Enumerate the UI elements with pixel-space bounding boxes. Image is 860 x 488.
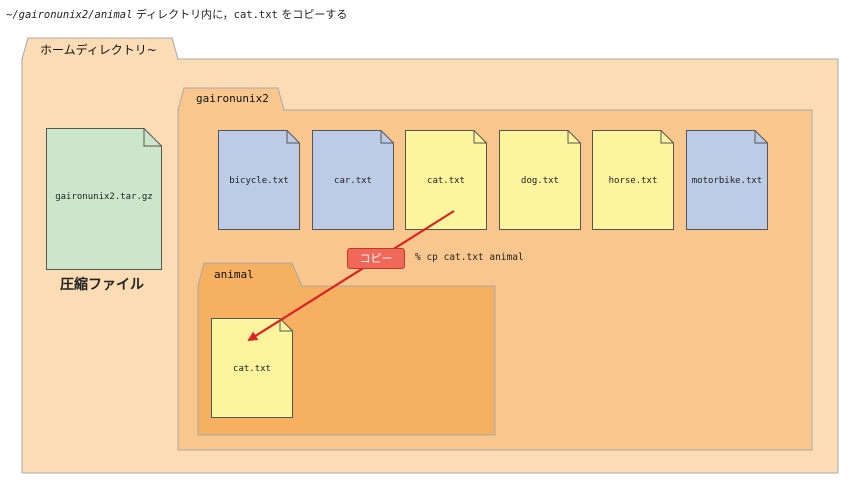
animal-folder-label: animal [214,268,254,281]
file-car[interactable]: car.txt [312,130,394,230]
file-label: car.txt [334,176,372,186]
archive-file-shape [46,128,162,270]
caption-file: cat.txt [233,9,278,21]
file-icon [211,318,293,418]
file-label: cat.txt [233,364,271,374]
file-label: bicycle.txt [229,176,289,186]
copy-command: % cp cat.txt animal [415,252,524,263]
file-cat[interactable]: cat.txt [405,130,487,230]
caption-path: ~/gaironunix2/animal [6,9,133,21]
archive-file[interactable]: gaironunix2.tar.gz [46,128,162,270]
file-icon [592,130,674,230]
home-folder-label: ホームディレクトリ~ [40,43,157,57]
file-dog[interactable]: dog.txt [499,130,581,230]
caption: ~/gaironunix2/animal ディレクトリ内に，cat.txt をコ… [6,6,347,22]
file-horse[interactable]: horse.txt [592,130,674,230]
caption-text-2: をコピーする [277,8,348,21]
file-icon [686,130,768,230]
archive-caption: 圧縮ファイル [60,277,144,293]
file-cat-copy[interactable]: cat.txt [211,318,293,418]
file-bicycle[interactable]: bicycle.txt [218,130,300,230]
file-icon [499,130,581,230]
file-motorbike[interactable]: motorbike.txt [686,130,768,230]
copy-badge: コピー [347,248,405,269]
file-label: dog.txt [521,176,559,186]
archive-file-label: gaironunix2.tar.gz [55,192,153,202]
file-icon [312,130,394,230]
caption-text-1: ディレクトリ内に， [132,8,234,21]
file-icon [405,130,487,230]
gaironunix2-folder-label: gaironunix2 [196,92,269,105]
file-label: horse.txt [608,176,658,186]
file-icon [218,130,300,230]
file-label: motorbike.txt [691,176,763,186]
file-label: cat.txt [427,176,465,186]
